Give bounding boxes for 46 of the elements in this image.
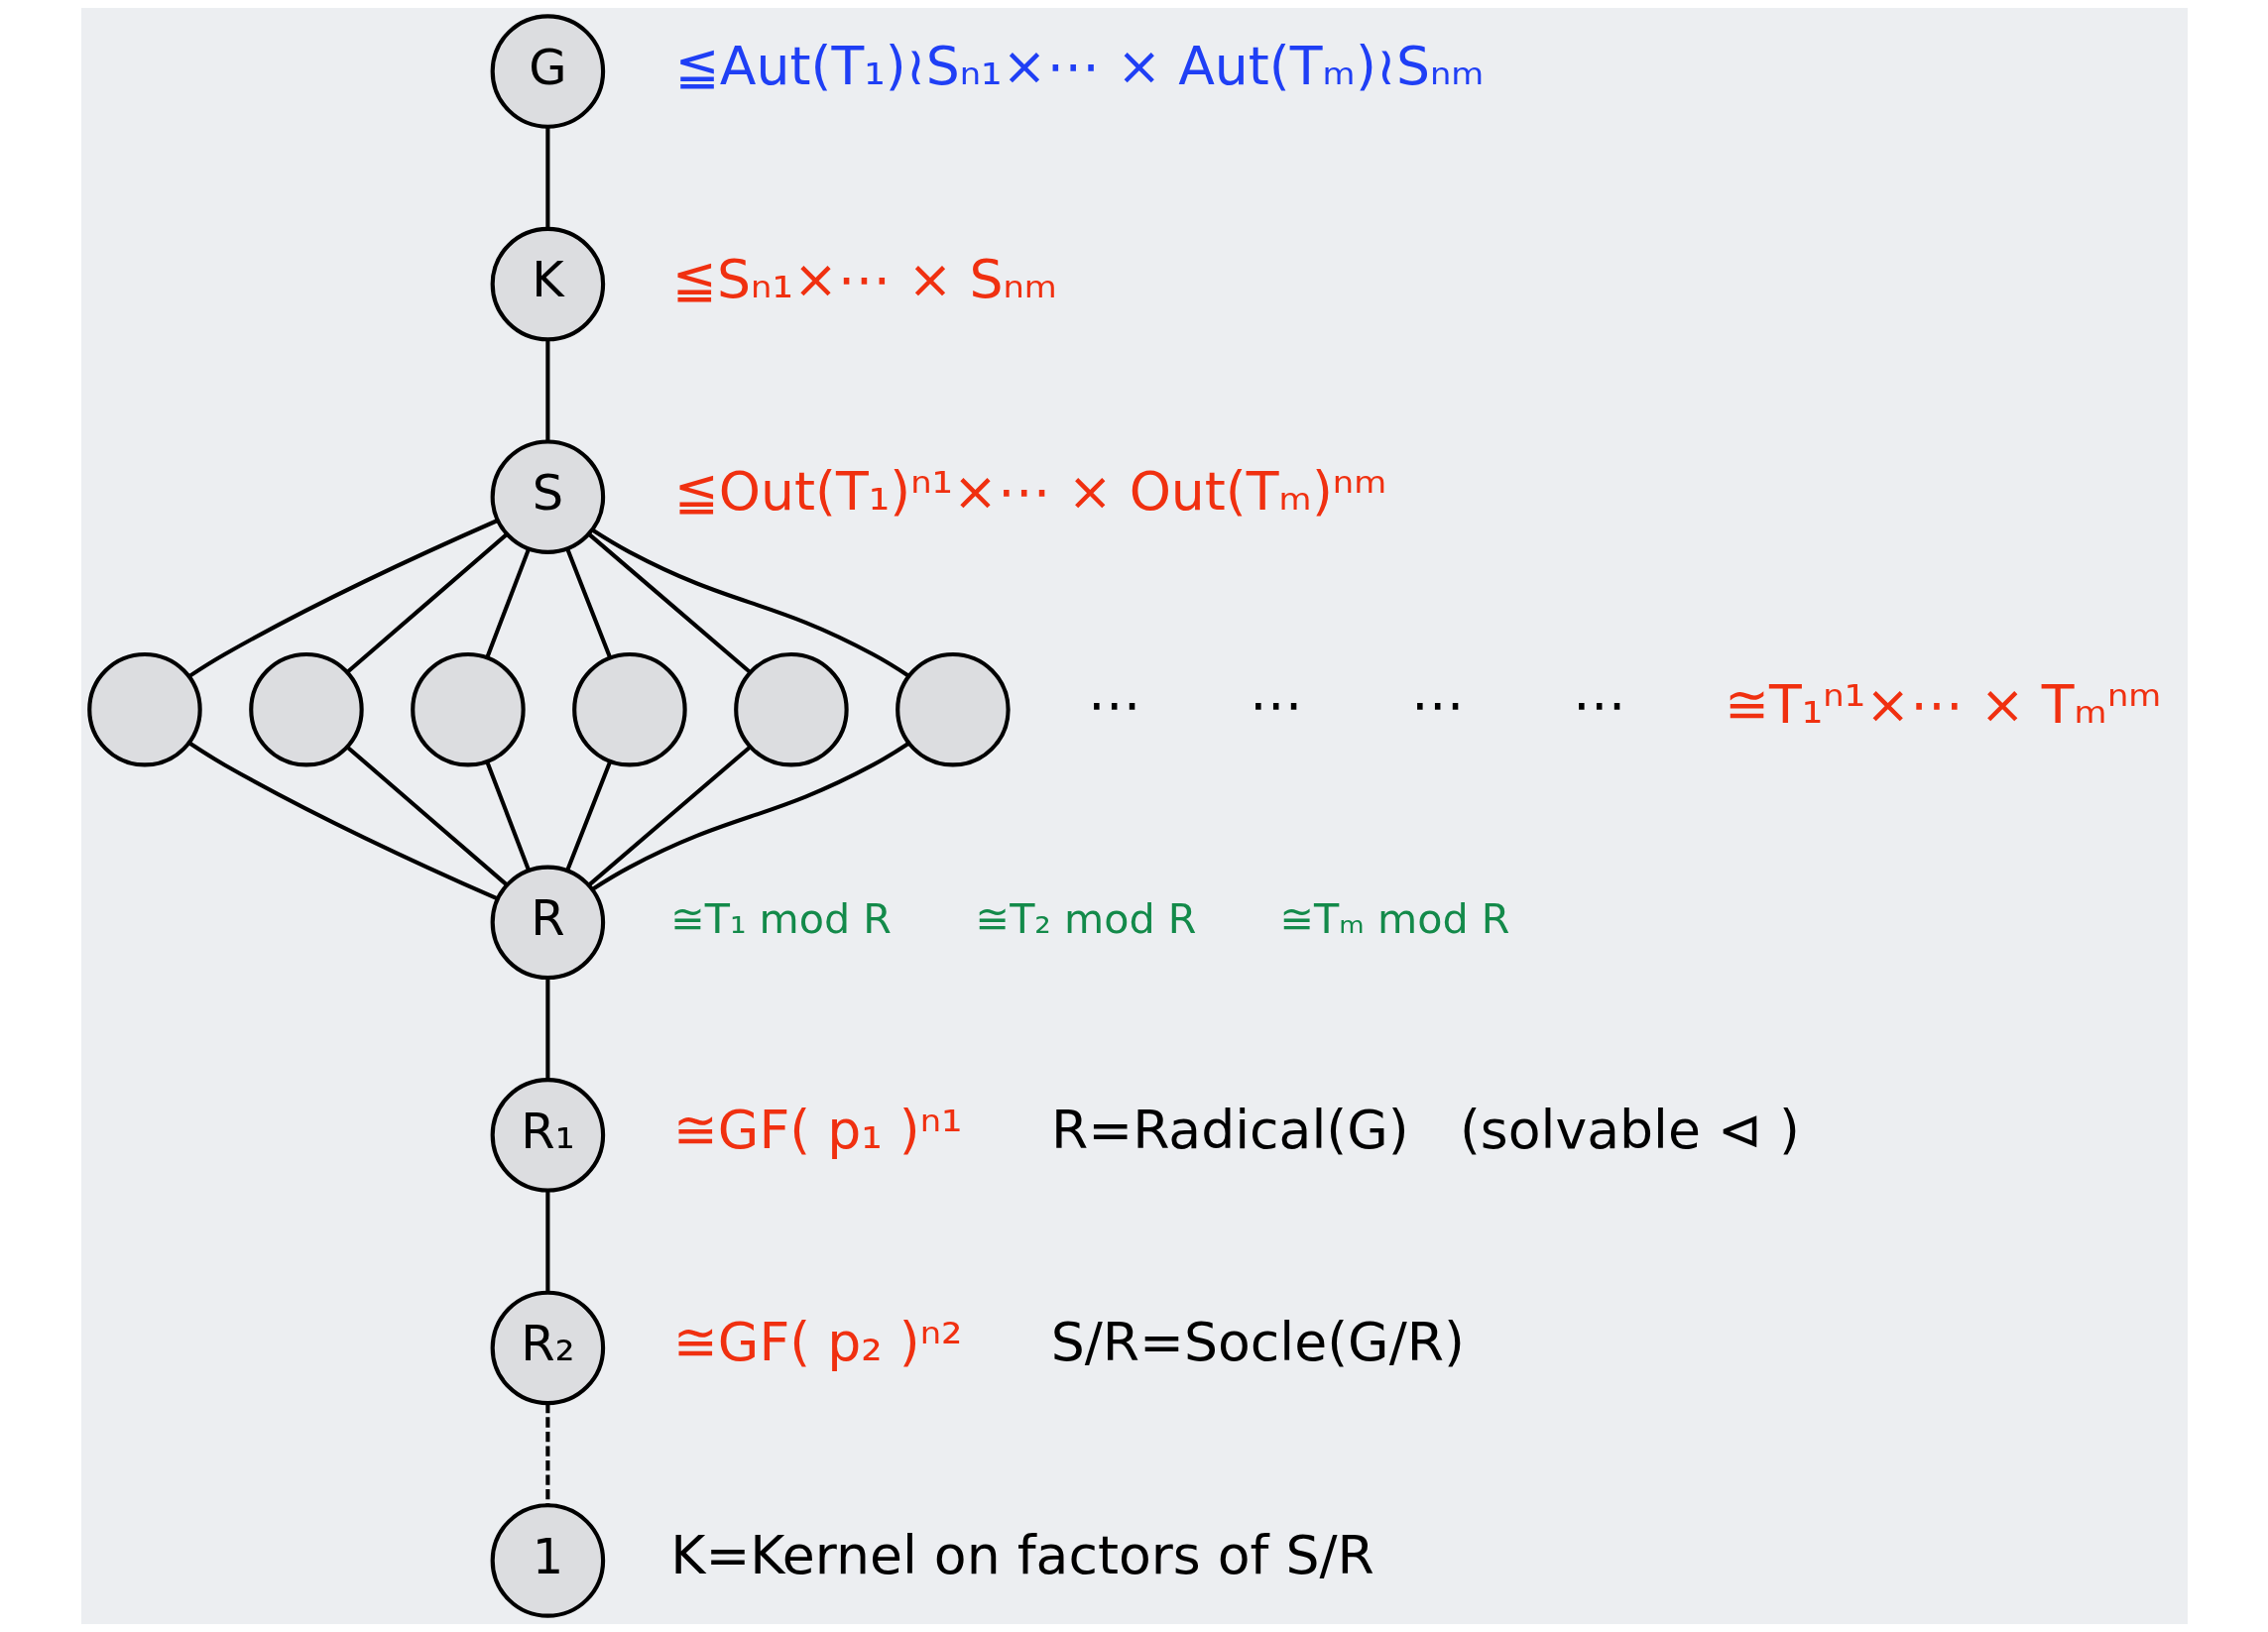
node-circle: S	[490, 439, 605, 554]
node-circle: K	[490, 226, 605, 342]
label: ≅T₁ⁿ¹×⋯ × Tₘⁿᵐ	[1724, 672, 2162, 736]
label: S/R=Socle(G/R)	[1050, 1311, 1465, 1374]
node-circle	[86, 651, 202, 767]
connector	[544, 1190, 549, 1293]
label: K=Kernel on factors of S/R	[669, 1523, 1374, 1586]
connector	[187, 519, 498, 678]
label: R=Radical(G) (solvable ⊲ )	[1050, 1098, 1800, 1161]
label: ⋯	[1249, 672, 1303, 736]
label: ⋯	[1087, 672, 1141, 736]
connector	[544, 978, 549, 1080]
node-circle	[248, 651, 364, 767]
label: ⋯	[1572, 672, 1626, 736]
connector	[587, 745, 752, 886]
label: ≦Out(T₁)ⁿ¹×⋯ × Out(Tₘ)ⁿᵐ	[673, 460, 1387, 524]
node-circle: G	[490, 14, 605, 129]
node-circle	[733, 651, 849, 767]
label: ≦Aut(T₁)≀Sₙ₁×⋯ × Aut(Tₘ)≀Sₙₘ	[674, 35, 1485, 98]
connector	[564, 547, 612, 658]
label: ≅T₁ mod R	[669, 894, 892, 943]
node-circle: R	[490, 865, 605, 981]
connector	[591, 742, 909, 891]
label: ≅Tₘ mod R	[1279, 894, 1510, 943]
connector	[544, 126, 549, 229]
node-circle: R₁	[490, 1078, 605, 1193]
label: ≅T₂ mod R	[975, 894, 1196, 943]
label: ≦Sₙ₁×⋯ × Sₙₘ	[671, 247, 1057, 310]
connector	[564, 760, 612, 872]
connector	[544, 1403, 549, 1505]
node-circle	[410, 651, 526, 767]
label: ≅GF( p₂ )ⁿ²	[672, 1311, 963, 1374]
connector	[544, 339, 549, 441]
connector	[187, 741, 498, 901]
connector	[345, 532, 508, 674]
node-circle: 1	[490, 1503, 605, 1618]
label: ⋯	[1410, 672, 1465, 736]
connector	[591, 528, 909, 678]
connector	[484, 547, 531, 658]
connector	[484, 760, 531, 872]
node-circle	[571, 651, 687, 767]
connector	[587, 532, 751, 674]
connector	[345, 745, 508, 886]
node-circle	[895, 651, 1011, 767]
label: ≅GF( p₁ )ⁿ¹	[672, 1098, 963, 1161]
node-circle: R₂	[490, 1290, 605, 1406]
